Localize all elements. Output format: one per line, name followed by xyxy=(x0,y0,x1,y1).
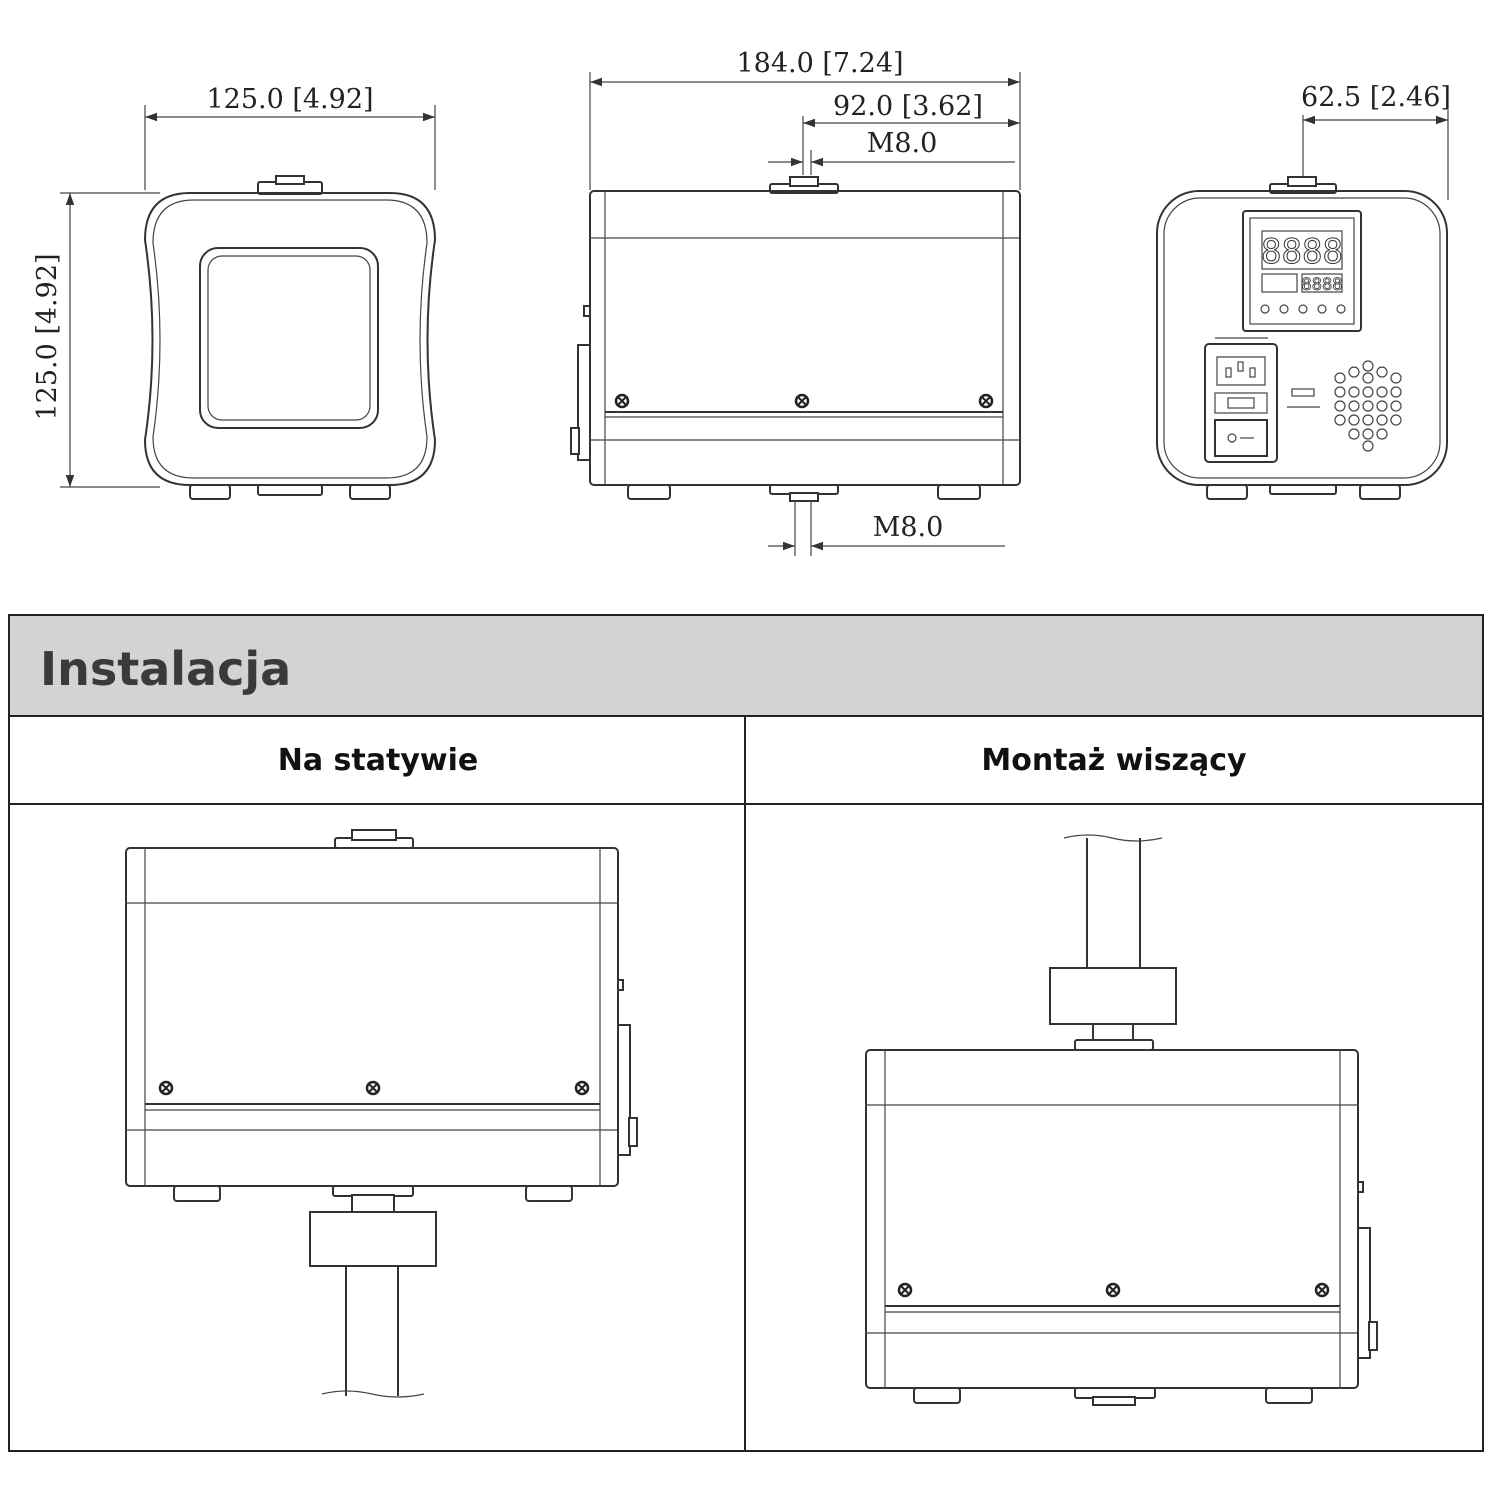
side-length-dimension: 184.0 [7.24] xyxy=(736,48,903,79)
column-divider xyxy=(744,717,746,1452)
svg-text:8888: 8888 xyxy=(1302,275,1343,295)
rear-view: 62.5 [2.46] 8888 8888 xyxy=(1156,82,1451,500)
front-height-dimension: 125.0 [4.92] xyxy=(32,253,63,420)
installation-table: Instalacja Na statywie Montaż wiszący xyxy=(8,614,1484,1452)
installation-title: Instalacja xyxy=(40,642,292,696)
top-thread-dimension: M8.0 xyxy=(867,128,938,159)
installation-header: Instalacja xyxy=(10,616,1482,717)
front-width-dimension: 125.0 [4.92] xyxy=(206,84,373,115)
hanging-mount-illustration xyxy=(865,834,1378,1406)
tripod-column-header: Na statywie xyxy=(10,717,746,805)
front-view: 125.0 [4.92] 125.0 [4.92] xyxy=(32,84,437,500)
side-view: 184.0 [7.24] 92.0 [3.62] M8.0 xyxy=(570,48,1021,556)
vent-grid xyxy=(1334,360,1402,452)
rear-offset-dimension: 62.5 [2.46] xyxy=(1301,82,1451,113)
side-offset-dimension: 92.0 [3.62] xyxy=(833,91,983,122)
hanging-column-header: Montaż wiszący xyxy=(746,717,1482,805)
tripod-mount-illustration xyxy=(125,829,638,1398)
svg-text:8888: 8888 xyxy=(1261,232,1343,272)
bottom-thread-dimension: M8.0 xyxy=(873,512,944,543)
